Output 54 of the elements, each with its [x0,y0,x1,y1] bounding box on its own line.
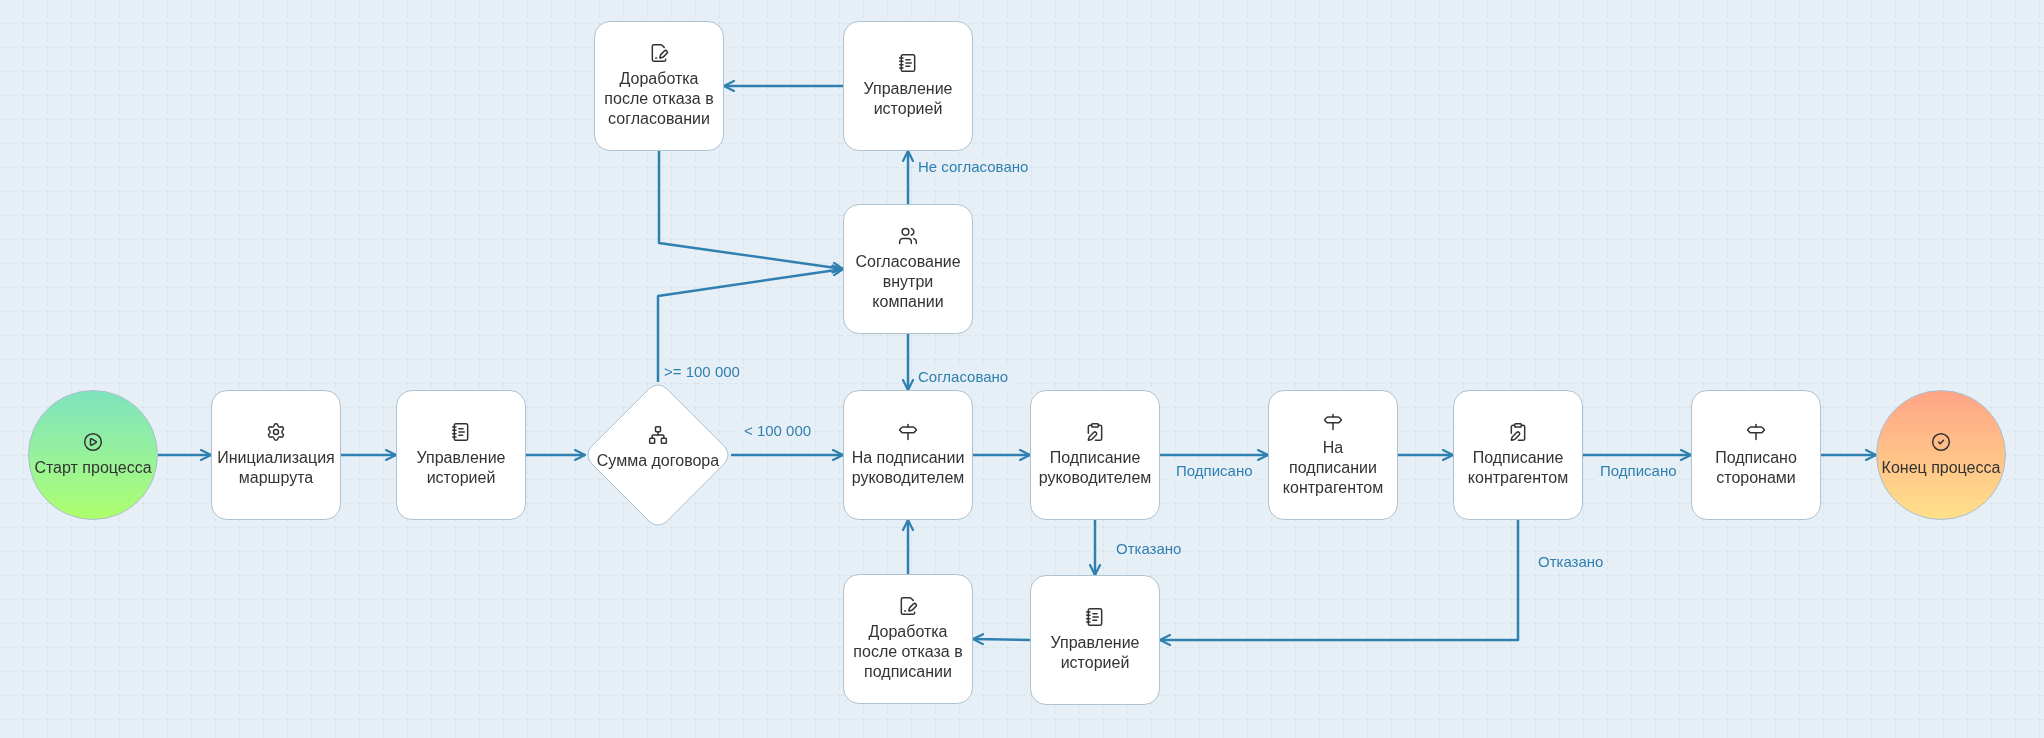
process-box [1691,390,1821,520]
process-box [843,21,973,151]
process-box [843,574,973,704]
edge-label: Подписано [1598,461,1679,481]
process-box [1030,575,1160,705]
arrow [656,264,845,382]
arrow [657,151,845,274]
process-box [594,21,724,151]
process-box [211,390,341,520]
arrow [1821,448,1878,462]
node-label: Подписание контрагентом [1466,448,1570,488]
node-label: Согласование внутри компании [854,252,962,312]
edge-label: < 100 000 [742,421,814,441]
edge-label: Отказано [1114,539,1184,559]
node-label: Подписано сторонами [1714,448,1798,488]
arrow [1160,448,1270,462]
node-label: Управление историей [415,448,507,488]
arrow [973,448,1032,462]
edge-label: Подписано [1174,461,1255,481]
arrow [1583,448,1693,462]
decision-diamond [585,382,731,528]
arrow [1398,448,1455,462]
arrow [901,518,915,574]
arrow [731,448,845,462]
arrow [901,334,915,392]
arrow [722,79,843,93]
edge-label: Отказано [1536,552,1606,572]
node-label: Доработка после отказа в согласовании [603,69,715,129]
edge-label: Не согласовано [916,157,1031,177]
node-label: Доработка после отказа в подписании [852,622,964,682]
arrow [158,448,213,462]
process-box [396,390,526,520]
process-box [843,204,973,334]
process-box [1268,390,1398,520]
arrow [901,149,915,204]
node-label: На подписании контрагентом [1281,438,1385,498]
arrow [971,633,1031,646]
edge-label: Согласовано [916,367,1011,387]
node-label: Конец процесса [1881,458,2001,478]
arrow [1158,520,1520,647]
node-label: Управление историей [1049,633,1141,673]
node-label: Подписание руководителем [1038,448,1152,488]
arrow [341,448,398,462]
process-box [843,390,973,520]
edge-label: >= 100 000 [662,362,742,382]
node-label: Старт процесса [34,458,152,478]
process-box [1453,390,1583,520]
node-label: На подписании руководителем [851,448,965,488]
node-label: Сумма договора [596,451,720,471]
node-label: Управление историей [862,79,954,119]
arrow [1088,520,1102,577]
node-label: Инициализация маршрута [217,448,335,488]
arrow [526,448,587,462]
process-box [1030,390,1160,520]
